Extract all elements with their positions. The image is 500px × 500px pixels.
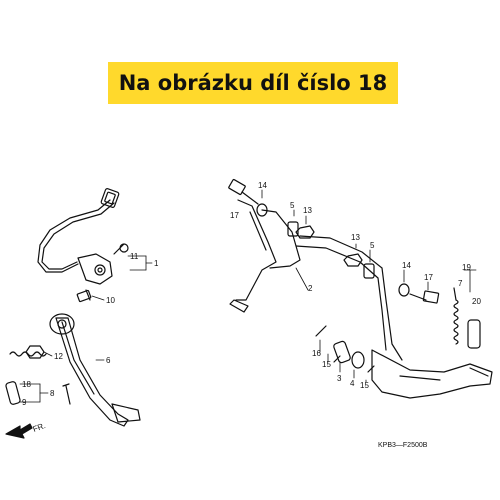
callout-17-left: 17 xyxy=(230,211,239,220)
callout-6: 6 xyxy=(106,356,111,365)
side-stand-switch-cable xyxy=(37,188,120,273)
callout-9: 9 xyxy=(22,398,27,407)
pin-16 xyxy=(315,325,327,337)
collar-4 xyxy=(351,351,365,369)
callout-14-right: 14 xyxy=(402,261,411,270)
callout-15-left: 15 xyxy=(322,360,331,369)
bolt-17-left xyxy=(228,178,259,205)
main-stand-pedal xyxy=(371,349,493,399)
main-stand-spring-7 xyxy=(453,287,459,345)
nut-13-left xyxy=(295,225,315,239)
washer-14-right xyxy=(398,283,410,297)
callout-11: 11 xyxy=(130,252,139,261)
callout-1: 1 xyxy=(154,259,159,268)
callout-3: 3 xyxy=(337,374,342,383)
callout-19: 19 xyxy=(462,263,471,272)
callout-15-right: 15 xyxy=(360,381,369,390)
collar-5-right xyxy=(363,263,375,279)
title-banner: Na obrázku díl číslo 18 xyxy=(108,62,398,104)
callout-numbers: 1 2 3 4 5 5 6 7 8 9 10 11 12 13 13 14 14… xyxy=(22,181,481,434)
pin-15 xyxy=(333,355,375,373)
callout-8: 8 xyxy=(50,389,55,398)
side-stand xyxy=(49,313,141,427)
title-text: Na obrázku díl číslo 18 xyxy=(118,71,388,95)
callout-16: 16 xyxy=(312,349,321,358)
front-direction-arrow xyxy=(5,423,33,439)
callout-4: 4 xyxy=(350,379,355,388)
collar-5-left xyxy=(287,221,299,237)
nut-13-right xyxy=(343,253,363,267)
bolt-17-right xyxy=(409,290,440,304)
spring-cover-20 xyxy=(467,319,481,349)
callout-13-left: 13 xyxy=(303,206,312,215)
callout-10: 10 xyxy=(106,296,115,305)
side-stand-switch xyxy=(77,253,113,285)
switch-bolt-11 xyxy=(113,243,129,255)
callout-12: 12 xyxy=(54,352,63,361)
nut-12 xyxy=(25,345,45,359)
callout-18: 18 xyxy=(22,380,31,389)
diagram-code: KPB3—F2500B xyxy=(378,442,428,449)
callout-14-left: 14 xyxy=(258,181,267,190)
bolt-9 xyxy=(62,383,71,405)
callout-13-right: 13 xyxy=(351,233,360,242)
bolt-10 xyxy=(76,289,92,303)
callout-20: 20 xyxy=(472,297,481,306)
direction-label: FR. xyxy=(32,421,47,434)
callout-2: 2 xyxy=(308,284,313,293)
main-stand xyxy=(229,199,403,361)
leader-lines xyxy=(19,189,477,403)
spring-cover-18 xyxy=(5,381,21,405)
callout-7: 7 xyxy=(458,279,463,288)
callout-17-right: 17 xyxy=(424,273,433,282)
collar-3 xyxy=(333,340,351,364)
callout-5-left: 5 xyxy=(290,201,295,210)
callout-5-right: 5 xyxy=(370,241,375,250)
washer-14-left xyxy=(256,203,268,217)
